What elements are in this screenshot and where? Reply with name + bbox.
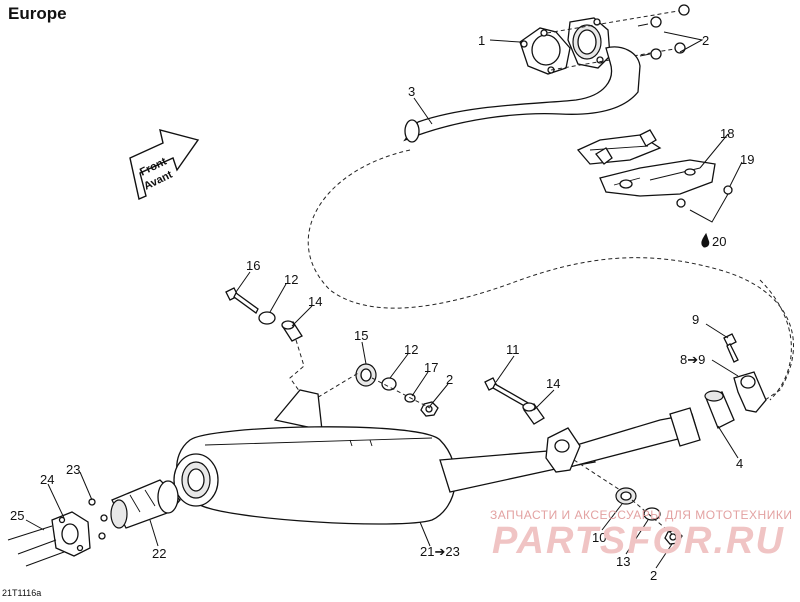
drawing-id: 21T1116a <box>2 588 42 598</box>
exhaust-clamp <box>733 371 767 413</box>
leader-lines <box>25 31 743 569</box>
callout-12: 12 <box>284 272 298 287</box>
bottom-dashed-link <box>573 459 673 535</box>
callout-3: 3 <box>408 84 415 99</box>
exhaust-sleeve <box>704 390 735 429</box>
threadlocker-drop-icon <box>701 232 710 248</box>
callout-14-mid: 14 <box>546 376 560 391</box>
callout-20: 20 <box>712 234 726 249</box>
callout-24: 24 <box>40 472 54 487</box>
callout-12-right: 12 <box>404 342 418 357</box>
callout-21-to-23: 21➔23 <box>420 544 460 559</box>
spacer-mid <box>522 402 545 425</box>
callout-19: 19 <box>740 152 754 167</box>
callout-15: 15 <box>354 328 368 343</box>
nut-right <box>420 401 439 417</box>
front-direction-arrow: Front Avant <box>129 129 200 200</box>
callout-22: 22 <box>152 546 166 561</box>
assembly-dashed-outline-2 <box>759 279 792 401</box>
callout-18: 18 <box>720 126 734 141</box>
rubber-grommet <box>355 363 377 387</box>
bottom-nut <box>664 529 683 545</box>
callout-11: 11 <box>506 342 520 357</box>
bottom-washer <box>643 507 661 521</box>
spark-arrester-screen <box>110 479 181 529</box>
callout-2-bottom: 2 <box>650 568 657 583</box>
callout-10: 10 <box>592 530 606 545</box>
exhaust-flange <box>567 17 611 69</box>
right-hanger-dashed-link <box>299 371 431 409</box>
watermark-logo: PARTSFOR.RU <box>492 520 785 562</box>
callout-8-to-9: 8➔9 <box>680 352 705 367</box>
callout-2: 2 <box>702 33 709 48</box>
spacer-upper <box>281 320 303 342</box>
mid-pipe <box>545 407 701 473</box>
washer-upper <box>258 311 276 325</box>
watermark-tagline: ЗАПЧАСТИ И АКСЕССУАРЫ ДЛЯ МОТОТЕХНИКИ <box>490 508 793 522</box>
callout-4: 4 <box>736 456 743 471</box>
hanger-dashed-link <box>289 339 305 393</box>
bottom-grommet <box>615 487 637 505</box>
callout-17: 17 <box>424 360 438 375</box>
region-title: Europe <box>8 4 67 23</box>
assembly-dashed-outline <box>307 149 794 401</box>
heat-shield-screws <box>676 185 733 223</box>
clamp-bolt <box>723 333 739 363</box>
hanger-bolt <box>225 287 259 314</box>
end-cap <box>51 511 91 557</box>
heat-shield <box>595 147 716 197</box>
callout-9: 9 <box>692 312 699 327</box>
callout-16: 16 <box>246 258 260 273</box>
callout-2-right: 2 <box>446 372 453 387</box>
callout-14: 14 <box>308 294 322 309</box>
callout-25: 25 <box>10 508 24 523</box>
callout-labels: 1 2 3 18 19 20 16 12 14 15 12 17 2 11 14… <box>10 33 754 583</box>
callout-23: 23 <box>66 462 80 477</box>
exhaust-gasket <box>519 27 571 75</box>
washer-right <box>381 377 397 391</box>
end-cap-screws <box>7 498 108 567</box>
callout-1: 1 <box>478 33 485 48</box>
callout-13: 13 <box>616 554 630 569</box>
mounting-bolt <box>484 377 531 409</box>
